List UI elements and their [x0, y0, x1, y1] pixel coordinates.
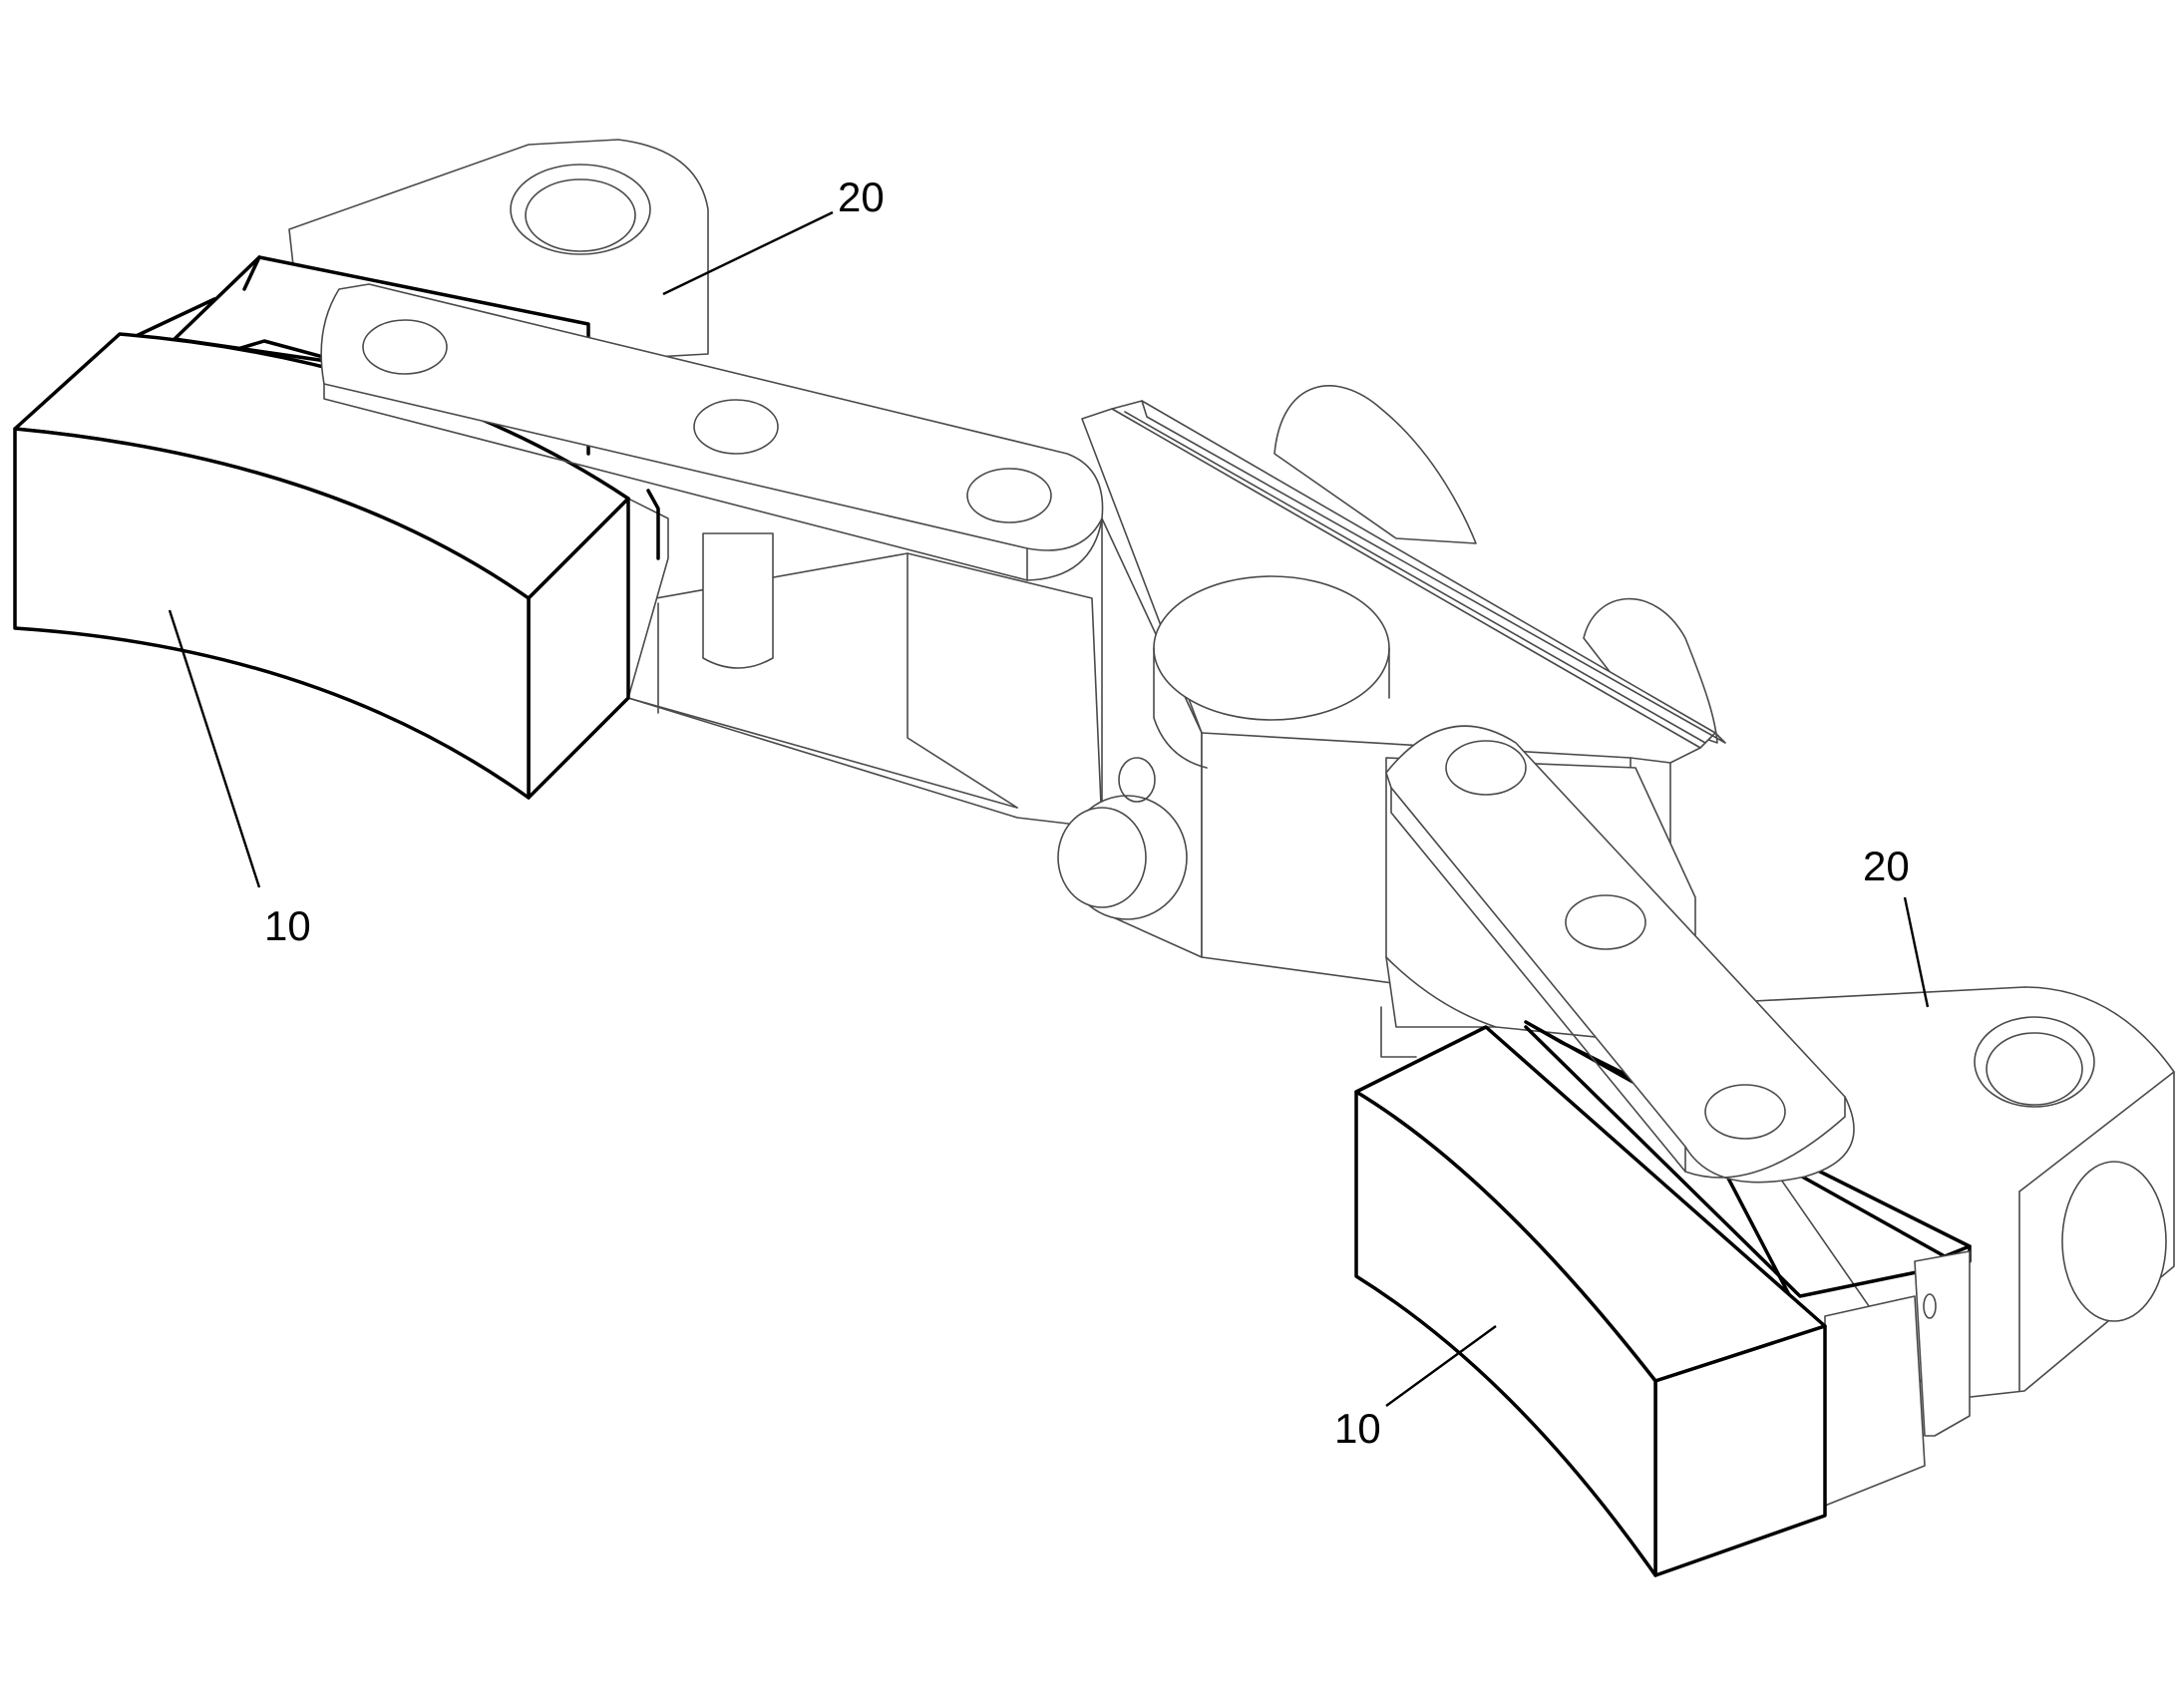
right-mount-hole-side — [2061, 1161, 2167, 1322]
right-assembly — [1354, 725, 2175, 1577]
left-block-front — [13, 427, 531, 800]
right-arm-hole-2 — [1565, 894, 1646, 950]
right-block-front — [1354, 1090, 1657, 1577]
left-arm-hole-2 — [693, 399, 779, 455]
rear-disc-lower — [1583, 597, 1718, 744]
reference-labels: 10 10 20 20 — [168, 173, 1930, 1452]
right-arm-hole-1 — [1445, 740, 1527, 796]
leader-arm-left — [662, 210, 834, 296]
right-arm-hole-3 — [1704, 1084, 1786, 1140]
leader-block-left — [168, 609, 261, 888]
leader-block-right — [1385, 1325, 1497, 1407]
left-arm-hole-1 — [362, 319, 448, 375]
right-mount-hole-top — [1974, 1016, 2095, 1108]
under-frame — [627, 552, 1103, 829]
left-arm-hole-3 — [966, 468, 1052, 523]
left-assembly — [13, 139, 1104, 800]
pin-left — [702, 532, 774, 669]
right-link-arm — [1385, 725, 1855, 1184]
label-block-right: 10 — [1334, 1405, 1381, 1452]
central-hub — [1153, 575, 1390, 721]
label-arm-right: 20 — [1863, 843, 1910, 889]
left-mount-hole — [510, 164, 651, 255]
rear-disc-upper — [1273, 385, 1477, 544]
label-block-left: 10 — [264, 902, 311, 949]
leader-arm-right — [1903, 896, 1930, 1008]
left-link-arm — [320, 283, 1104, 551]
label-arm-left: 20 — [838, 173, 885, 220]
